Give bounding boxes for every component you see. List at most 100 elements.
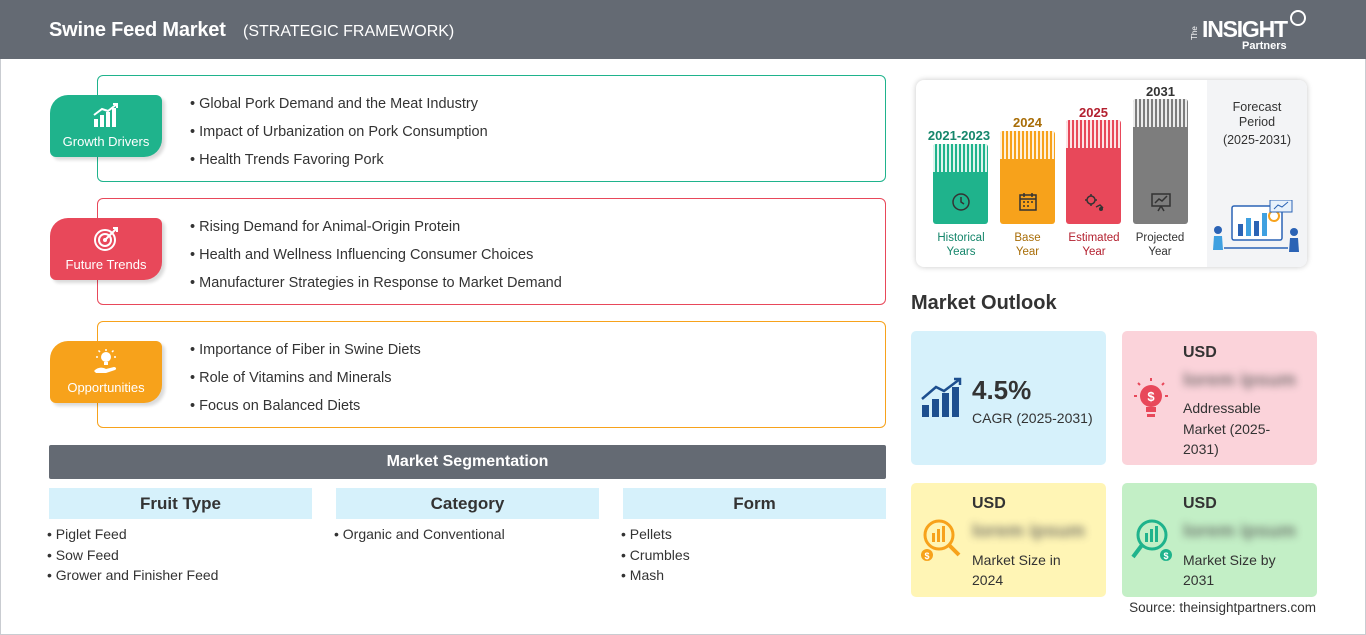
opportunities-label: Opportunities bbox=[67, 380, 145, 395]
segment-list-form: Pellets Crumbles Mash bbox=[621, 525, 690, 587]
label-estimated-line2: Year bbox=[1082, 246, 1106, 258]
list-item: Organic and Conventional bbox=[334, 525, 505, 546]
future-trends-list: Rising Demand for Animal-Origin Protein … bbox=[190, 217, 562, 301]
label-historical: Historical Years bbox=[922, 231, 1000, 259]
forecast-label-line1: Forecast bbox=[1232, 100, 1282, 114]
forecast-label-line3: (2025-2031) bbox=[1222, 133, 1292, 147]
cagr-value: 4.5% bbox=[972, 375, 1032, 405]
source-credit: Source: theinsightpartners.com bbox=[1129, 600, 1316, 615]
list-item: Mash bbox=[621, 566, 690, 587]
estimate-gear-icon bbox=[1084, 194, 1104, 211]
label-projected-line2: Year bbox=[1148, 246, 1172, 258]
size2024-line2: 2024 bbox=[972, 572, 1004, 588]
idea-bulb-icon: $ bbox=[1134, 378, 1168, 417]
size2024-usd: USD bbox=[972, 495, 1006, 512]
segment-list-fruit-type: Piglet Feed Sow Feed Grower and Finisher… bbox=[47, 525, 219, 587]
market-size-2024-card: $ USD lorem ipsum Market Size in 2024 bbox=[911, 483, 1106, 597]
future-trends-panel: Rising Demand for Animal-Origin Protein … bbox=[97, 198, 886, 305]
projection-board-icon bbox=[1150, 193, 1171, 212]
label-projected-line1: Projected bbox=[1135, 232, 1185, 244]
bar-base bbox=[1000, 131, 1055, 224]
bar-estimated bbox=[1066, 120, 1121, 224]
calendar-icon bbox=[1018, 193, 1037, 211]
list-item: Manufacturer Strategies in Response to M… bbox=[190, 273, 562, 301]
bar-historical bbox=[933, 144, 988, 224]
addressable-line2: Market (2025- bbox=[1183, 421, 1271, 437]
list-item: Importance of Fiber in Swine Diets bbox=[190, 340, 421, 368]
market-outlook-title: Market Outlook bbox=[911, 292, 1057, 314]
growth-drivers-label: Growth Drivers bbox=[62, 134, 150, 149]
list-item: Health and Wellness Influencing Consumer… bbox=[190, 245, 562, 273]
list-item: Crumbles bbox=[621, 546, 690, 567]
growth-chart-icon bbox=[93, 103, 118, 127]
label-base-line2: Year bbox=[1015, 246, 1040, 258]
label-estimated-line1: Estimated bbox=[1068, 232, 1120, 244]
growth-drivers-badge: Growth Drivers bbox=[50, 95, 162, 157]
opportunities-panel: Importance of Fiber in Swine Diets Role … bbox=[97, 321, 886, 428]
label-historical-line2: Years bbox=[946, 246, 976, 258]
year-projected: 2031 bbox=[1146, 84, 1175, 99]
analytics-team-illustration bbox=[1213, 200, 1299, 252]
list-item: Grower and Finisher Feed bbox=[47, 566, 219, 587]
addressable-usd: USD bbox=[1183, 344, 1217, 361]
forecast-label-line2: Period bbox=[1238, 115, 1276, 129]
growth-chart-icon bbox=[921, 377, 962, 417]
segmentation-title: Market Segmentation bbox=[49, 445, 886, 479]
svg-text:$: $ bbox=[1163, 551, 1168, 561]
market-size-magnifier-icon: $ bbox=[921, 519, 961, 561]
segment-list-category: Organic and Conventional bbox=[334, 525, 505, 546]
list-item: Global Pork Demand and the Meat Industry bbox=[190, 94, 488, 122]
segment-header-category: Category bbox=[336, 488, 599, 519]
logo-ring-icon bbox=[1290, 10, 1306, 26]
logo-the: The bbox=[1190, 26, 1199, 40]
growth-drivers-list: Global Pork Demand and the Meat Industry… bbox=[190, 94, 488, 178]
year-historical: 2021-2023 bbox=[927, 128, 991, 143]
market-size-forecast-icon: $ bbox=[1131, 519, 1172, 561]
history-clock-icon bbox=[951, 193, 970, 211]
future-trends-badge: Future Trends bbox=[50, 218, 162, 280]
page-subtitle: (STRATEGIC FRAMEWORK) bbox=[243, 23, 455, 40]
svg-text:$: $ bbox=[924, 551, 929, 561]
list-item: Role of Vitamins and Minerals bbox=[190, 368, 421, 396]
addressable-line1: Addressable bbox=[1183, 400, 1261, 416]
year-base: 2024 bbox=[1013, 115, 1042, 130]
logo-sub: Partners bbox=[1242, 40, 1287, 52]
label-historical-line1: Historical bbox=[937, 232, 985, 244]
list-item: Focus on Balanced Diets bbox=[190, 396, 421, 424]
list-item: Piglet Feed bbox=[47, 525, 218, 546]
header-bar: Swine Feed Market (STRATEGIC FRAMEWORK) … bbox=[0, 0, 1366, 59]
timeline-card: 2021-2023 Historical Years 2024 Base Yea… bbox=[916, 80, 1307, 267]
label-estimated: Estimated Year bbox=[1058, 231, 1130, 259]
addressable-line3: 2031) bbox=[1183, 441, 1219, 457]
market-size-2031-card: $ USD lorem ipsum Market Size by 2031 bbox=[1122, 483, 1317, 597]
label-projected: Projected Year bbox=[1124, 231, 1196, 259]
idea-hand-icon bbox=[94, 349, 117, 373]
size2031-line1: Market Size by bbox=[1183, 552, 1276, 568]
size2031-usd: USD bbox=[1183, 495, 1217, 512]
insight-partners-logo: The INSIGHT Partners bbox=[1190, 10, 1320, 54]
bar-projected bbox=[1133, 99, 1188, 224]
segment-header-fruit-type: Fruit Type bbox=[49, 488, 312, 519]
list-item: Health Trends Favoring Pork bbox=[190, 150, 488, 178]
future-trends-label: Future Trends bbox=[65, 257, 147, 272]
segment-header-form: Form bbox=[623, 488, 886, 519]
cagr-label: CAGR (2025-2031) bbox=[972, 410, 1093, 426]
list-item: Sow Feed bbox=[47, 546, 218, 567]
size2031-line2: 2031 bbox=[1183, 572, 1215, 588]
growth-drivers-panel: Global Pork Demand and the Meat Industry… bbox=[97, 75, 886, 182]
opportunities-badge: Opportunities bbox=[50, 341, 162, 403]
svg-text:$: $ bbox=[1147, 389, 1155, 404]
label-base-line1: Base bbox=[1014, 232, 1041, 244]
size2024-line1: Market Size in bbox=[972, 552, 1061, 568]
size2024-value: lorem ipsum bbox=[972, 521, 1085, 542]
target-icon bbox=[94, 227, 118, 251]
list-item: Impact of Urbanization on Pork Consumpti… bbox=[190, 122, 488, 150]
label-base: Base Year bbox=[994, 231, 1061, 259]
addressable-value: lorem ipsum bbox=[1183, 370, 1296, 391]
size2031-value: lorem ipsum bbox=[1183, 521, 1296, 542]
logo-main: INSIGHT bbox=[1202, 16, 1288, 42]
list-item: Pellets bbox=[621, 525, 690, 546]
year-estimated: 2025 bbox=[1079, 105, 1108, 120]
list-item: Rising Demand for Animal-Origin Protein bbox=[190, 217, 562, 245]
opportunities-list: Importance of Fiber in Swine Diets Role … bbox=[190, 340, 421, 424]
